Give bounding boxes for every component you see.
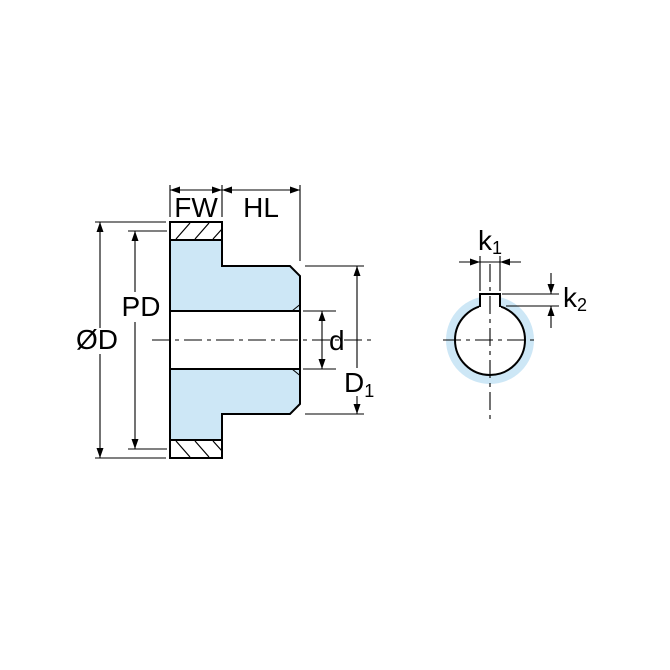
- keyway-outline: [479, 293, 501, 307]
- outside-diameter-dimension: ØD: [76, 221, 166, 459]
- keyway-depth-dimension: k2: [502, 273, 587, 328]
- outside-diameter-label: ØD: [76, 324, 118, 355]
- tooth-hatch-top-1: [175, 222, 191, 240]
- section-view: FW HL ØD PD: [76, 185, 374, 459]
- tooth-hatch-top-2: [194, 222, 210, 240]
- arrowhead-pd-top: [131, 231, 139, 241]
- arrowhead-pd-bottom: [131, 439, 139, 449]
- keyway-width-label-sub: 1: [492, 238, 502, 258]
- arrowhead-d1-top: [353, 266, 361, 276]
- pitch-diameter-label: PD: [122, 291, 161, 322]
- face-width-label: FW: [174, 192, 218, 223]
- keyway-depth-label-main: k: [563, 282, 578, 313]
- gear-section-upper-body: [170, 240, 300, 311]
- hub-diameter-label-sub: 1: [364, 381, 374, 401]
- hub-length-label: HL: [243, 192, 279, 223]
- keyway-width-label: k1: [478, 225, 502, 258]
- hub-diameter-dimension: D1: [305, 265, 374, 415]
- hub-diameter-label: D1: [344, 367, 374, 401]
- arrowhead-d1-bottom: [353, 404, 361, 414]
- arrowhead-od-top: [96, 222, 104, 232]
- keyway-depth-label: k2: [563, 282, 587, 315]
- front-view: k1 k2: [443, 225, 587, 420]
- pitch-diameter-dimension: PD: [122, 230, 167, 450]
- arrowhead-k2-top: [547, 284, 555, 294]
- tooth-hatch-bottom-1: [175, 440, 191, 458]
- keyway-depth-label-sub: 2: [577, 295, 587, 315]
- arrowhead-k2-bottom: [547, 306, 555, 316]
- arrowhead-k1-right: [500, 258, 510, 266]
- arrowhead-d-bottom: [318, 359, 326, 369]
- arrowhead-fw-left: [170, 186, 180, 194]
- arrowhead-hl-left: [222, 186, 232, 194]
- fw-hl-dimension: FW HL: [169, 185, 301, 261]
- arrowhead-od-bottom: [96, 448, 104, 458]
- bore-chamfer-top: [291, 304, 301, 312]
- bore-diameter-label: d: [329, 325, 345, 356]
- keyway-width-label-main: k: [478, 225, 493, 256]
- keyway-width-dimension: k1: [459, 225, 521, 291]
- bore-diameter-dimension: d: [303, 310, 345, 370]
- tooth-hatch-bottom-2: [194, 440, 210, 458]
- gear-section-outline: [169, 221, 301, 459]
- hub-diameter-label-main: D: [344, 367, 364, 398]
- arrowhead-hl-right: [290, 186, 300, 194]
- gear-section-lower-body: [170, 369, 300, 440]
- tooth-hatch-top-3: [212, 228, 223, 240]
- arrowhead-fw-right: [212, 186, 222, 194]
- bore-chamfer-bottom: [291, 368, 301, 376]
- arrowhead-k1-left: [470, 258, 480, 266]
- arrowhead-d-top: [318, 311, 326, 321]
- tooth-hatch-bottom-3: [212, 440, 223, 452]
